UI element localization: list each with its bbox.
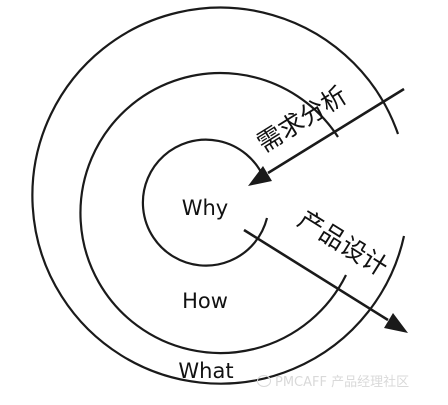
arrow-outbound-head xyxy=(384,313,408,333)
wechat-icon xyxy=(257,375,271,387)
ring-outer xyxy=(31,6,406,385)
watermark: PMCAFF 产品经理社区 xyxy=(257,371,409,390)
arrow-inbound-head xyxy=(248,166,272,186)
arrow-inbound xyxy=(248,87,405,186)
ring-label-what: What xyxy=(178,359,233,383)
arrow-outbound xyxy=(243,228,408,333)
arrow-inbound-label: 需求分析 xyxy=(252,80,352,158)
ring-label-why: Why xyxy=(182,196,229,220)
ring-middle xyxy=(79,71,347,355)
watermark-text: PMCAFF 产品经理社区 xyxy=(275,375,410,390)
rings xyxy=(31,6,406,385)
ring-label-how: How xyxy=(182,289,228,313)
ring-inner xyxy=(141,138,269,267)
